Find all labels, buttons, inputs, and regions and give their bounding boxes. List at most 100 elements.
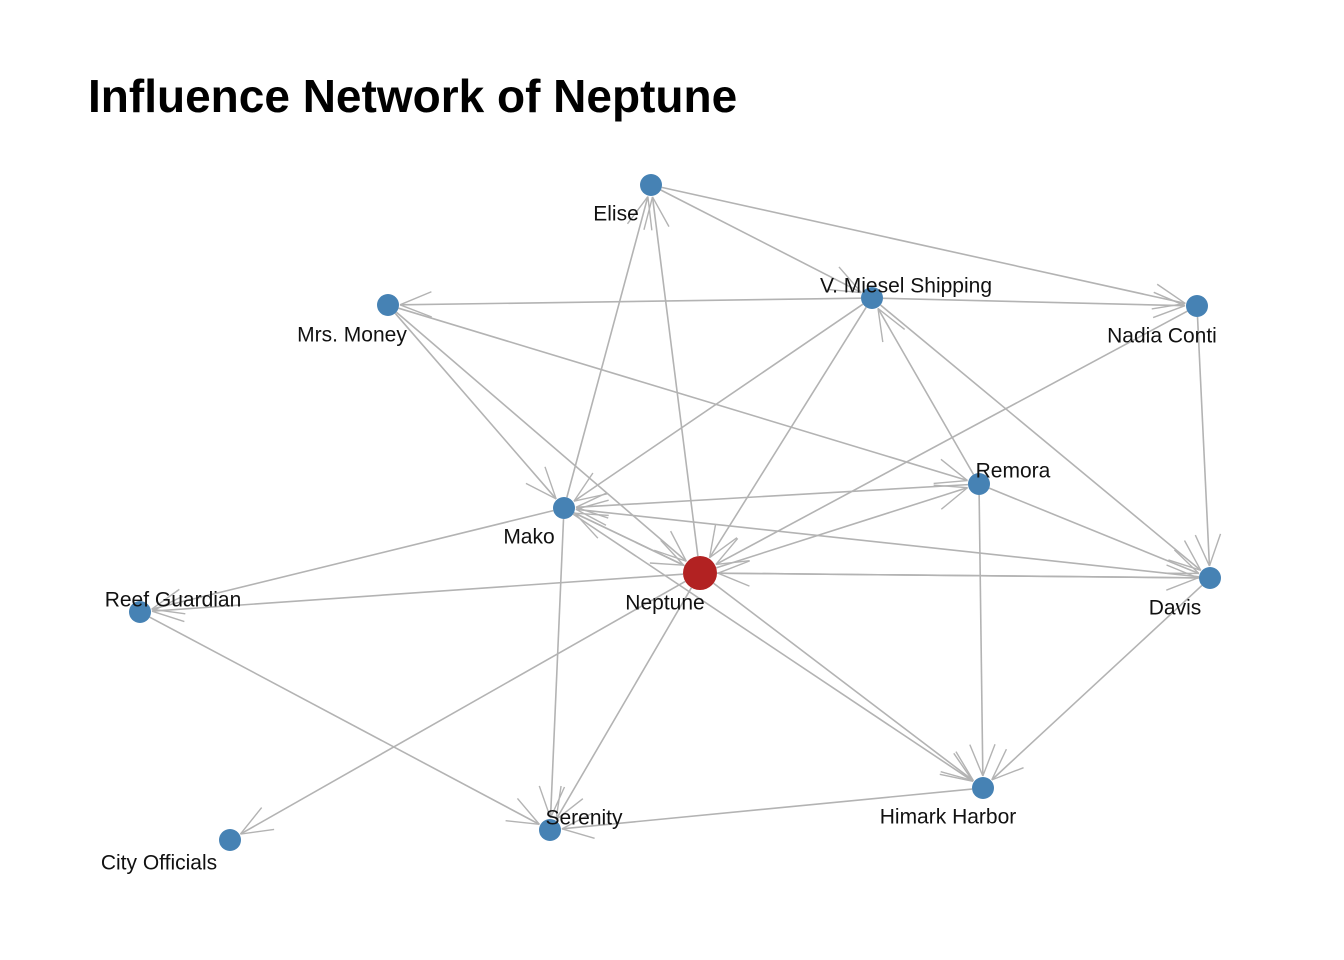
edge-arrowhead-right [1156, 283, 1186, 304]
edge-arrowhead-left [827, 288, 862, 294]
edge-arrowhead-left [525, 482, 557, 500]
edge-remora-to-himark [969, 494, 996, 777]
edge-himark-to-serenity [561, 788, 973, 840]
node-label-serenity: Serenity [545, 807, 623, 830]
node-himark [972, 777, 994, 799]
edge-arrowhead-right [838, 266, 862, 293]
edge-arrowhead-right [240, 828, 275, 835]
edge-neptune-to-city [239, 580, 686, 835]
edge-arrowhead-right [953, 752, 974, 782]
edge-arrowhead-left [647, 196, 653, 231]
edge-arrowhead-right [151, 610, 185, 623]
edge-miesel-to-conti [882, 291, 1186, 319]
diagram-title: Influence Network of Neptune [88, 70, 738, 122]
node-label-reef: Reef Guardian [105, 589, 242, 612]
node-label-davis: Davis [1149, 597, 1202, 620]
edge-arrowhead-right [877, 308, 884, 343]
edge-reef-to-serenity [149, 616, 540, 826]
edge-line [991, 584, 1203, 781]
node-label-remora: Remora [976, 460, 1051, 483]
edge-davis-to-himark [991, 584, 1203, 781]
edge-arrowhead-right [717, 572, 750, 587]
edge-arrowhead-left [991, 748, 1008, 781]
edge-arrowhead-right [516, 797, 540, 825]
edge-line [394, 312, 557, 500]
edge-neptune-to-remora [715, 484, 969, 569]
edge-line [549, 518, 565, 819]
edge-line [715, 310, 1188, 566]
edge-arrowhead-right [933, 484, 968, 489]
edge-arrowhead-right [151, 608, 186, 615]
edge-arrowhead-right [660, 539, 685, 566]
node-mako [553, 497, 575, 519]
edge-arrowhead-right [575, 508, 607, 526]
edge-mako-to-reef [151, 509, 554, 615]
edge-mako-to-himark [572, 513, 974, 783]
edge-arrowhead-right [544, 466, 557, 500]
edge-arrowhead-right [626, 196, 649, 225]
edge-line [240, 580, 686, 835]
edge-arrowhead-right [399, 304, 433, 318]
node-conti [1186, 295, 1208, 317]
edge-neptune-to-reef [151, 573, 684, 623]
edge-mako-to-elise [566, 196, 653, 498]
node-label-mako: Mako [503, 526, 554, 549]
edge-line [715, 486, 968, 569]
edge-line [879, 304, 1202, 571]
edge-arrowhead-left [1168, 559, 1201, 572]
node-davis [1199, 567, 1221, 589]
edge-arrowhead-right [561, 828, 595, 840]
edge-arrowhead-left [239, 807, 263, 835]
edge-line [149, 616, 540, 826]
edge-line [575, 483, 969, 509]
edge-arrowhead-right [669, 530, 687, 562]
node-miesel [861, 287, 883, 309]
edge-arrowhead-left [940, 771, 974, 782]
edge-elise-to-conti [661, 186, 1186, 310]
edge-arrowhead-right [643, 196, 654, 230]
edge-arrowhead-left [969, 744, 984, 777]
node-elise [640, 174, 662, 196]
node-neptune [683, 556, 717, 590]
edge-line [877, 308, 975, 475]
edge-line [574, 512, 686, 567]
edge-arrowhead-left [555, 785, 562, 820]
edge-arrowhead-left [708, 524, 717, 558]
edge-line [661, 186, 1186, 305]
edge-arrowhead-right [549, 786, 566, 819]
nodes-layer [129, 174, 1221, 851]
node-label-neptune: Neptune [625, 592, 704, 615]
edge-line [717, 572, 1200, 579]
edge-money-to-remora [398, 307, 968, 485]
edge-arrowhead-left [151, 595, 183, 612]
edge-elise-to-miesel [660, 189, 862, 294]
edge-arrowhead-left [653, 549, 687, 562]
edge-neptune-to-himark [713, 582, 975, 782]
node-serenity [539, 819, 561, 841]
edge-mako-to-serenity [538, 518, 566, 819]
edge-remora-to-davis [988, 487, 1200, 575]
edge-arrowhead-left [715, 537, 739, 565]
edge-arrowhead-right [709, 537, 738, 559]
node-label-conti: Nadia Conti [1107, 325, 1217, 348]
edge-arrowhead-left [399, 291, 432, 306]
node-reef [129, 601, 151, 623]
edge-arrowhead-left [151, 588, 180, 610]
node-remora [968, 473, 990, 495]
edge-line [651, 196, 699, 557]
edge-line [151, 573, 684, 612]
edge-arrowhead-left [1166, 577, 1199, 591]
edge-arrowhead-left [1151, 302, 1186, 310]
edge-neptune-to-mako [574, 512, 686, 567]
node-city [219, 829, 241, 851]
node-label-city: City Officials [101, 852, 217, 875]
node-label-miesel: V. Miesel Shipping [820, 275, 992, 298]
edge-miesel-to-neptune [708, 306, 867, 559]
edge-arrowhead-left [1152, 305, 1186, 319]
edge-conti-to-neptune [715, 310, 1188, 566]
edge-money-to-neptune [395, 311, 687, 562]
edge-arrowhead-left [933, 479, 968, 485]
edge-arrowhead-right [555, 798, 584, 821]
